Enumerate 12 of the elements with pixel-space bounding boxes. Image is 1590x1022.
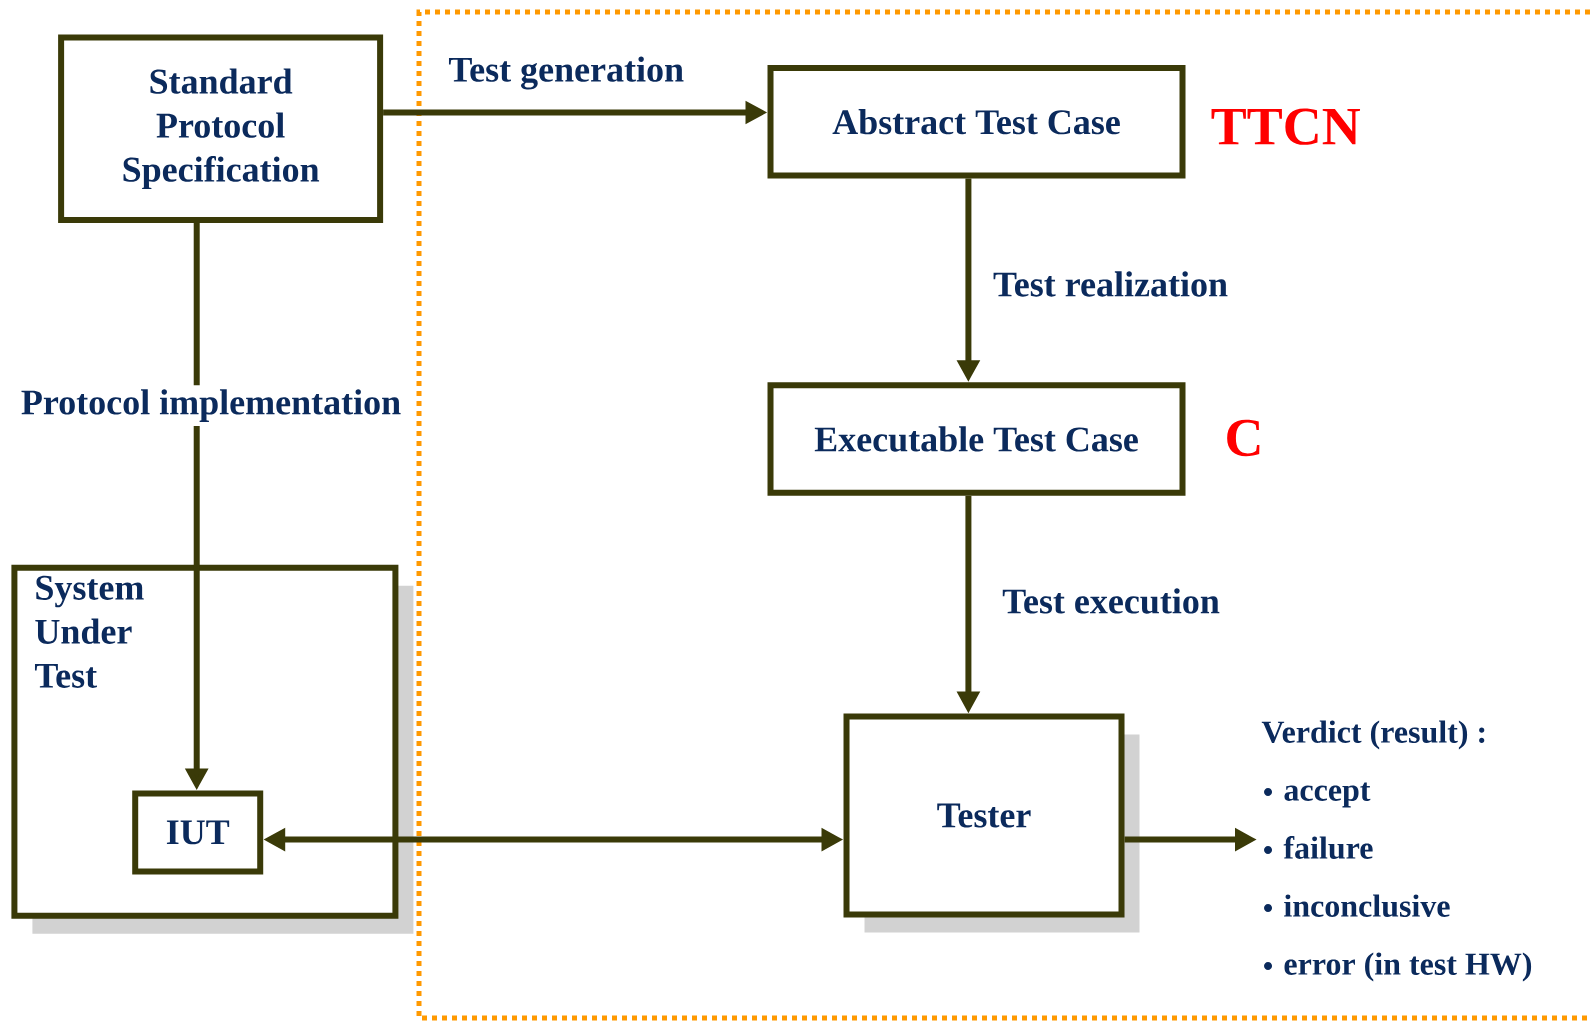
edge-label: Test generation [444,52,689,94]
process-box: IUT [132,790,264,875]
process-box: Standard Protocol Specification [58,34,384,223]
edge-label: Test realization [989,267,1232,301]
verdict-list: Verdict (result) : accept failure inconclusive error (in test HW) [1261,720,1532,982]
edge-label: Test execution [998,584,1224,618]
language-label: C [1227,419,1260,457]
tester-box: Tester [843,713,1140,933]
process-box: Abstract Test Case [767,64,1186,179]
edge-label: Protocol implementation [16,385,406,426]
language-label: TTCN [1211,108,1360,145]
process-box: Executable Test Case [767,382,1186,496]
